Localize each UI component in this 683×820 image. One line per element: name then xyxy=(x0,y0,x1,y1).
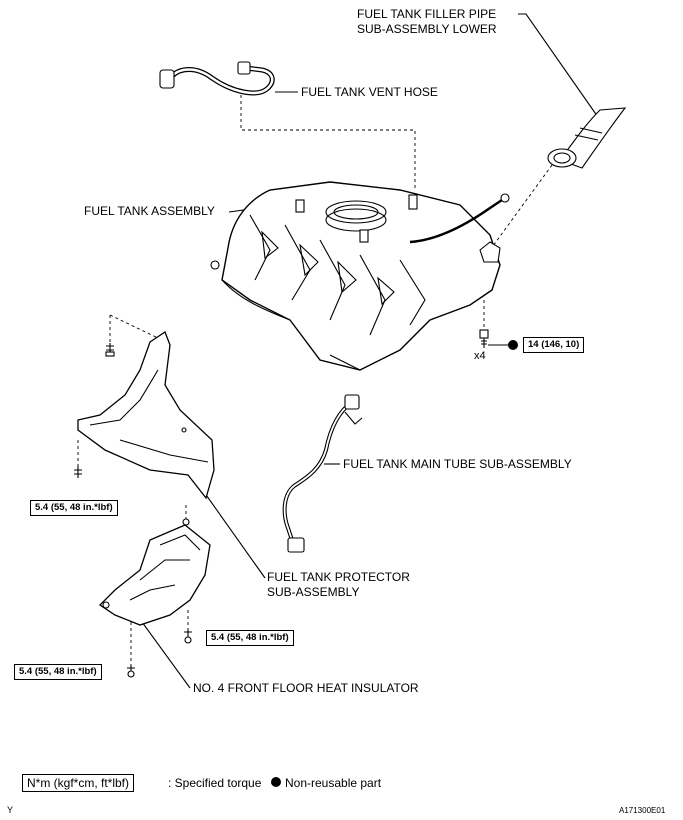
tank-bolt xyxy=(479,329,489,348)
nonreusable-dot-tank xyxy=(508,340,518,350)
heat-insulator-drawing xyxy=(98,518,211,678)
label-main-tube: FUEL TANK MAIN TUBE SUB-ASSEMBLY xyxy=(343,457,572,471)
label-protector-1: FUEL TANK PROTECTOR xyxy=(267,570,410,584)
label-heat-insulator: NO. 4 FRONT FLOOR HEAT INSULATOR xyxy=(193,681,419,695)
legend-torque-unit: N*m (kgf*cm, ft*lbf) xyxy=(22,774,135,792)
leader-filler-pipe xyxy=(518,13,601,121)
label-filler-pipe-1: FUEL TANK FILLER PIPE xyxy=(357,7,497,21)
leader-heat-insulator xyxy=(141,621,191,689)
fuel-tank-drawing xyxy=(210,181,510,371)
corner-mark-left: Y xyxy=(7,805,14,815)
legend-torque-desc: : Specified torque xyxy=(168,776,262,790)
label-protector-2: SUB-ASSEMBLY xyxy=(267,585,360,599)
torque-tank-bolts: 14 (146, 10) xyxy=(523,337,585,353)
label-filler-pipe-2: SUB-ASSEMBLY LOWER xyxy=(357,22,497,36)
dash-vent-hose xyxy=(240,95,416,190)
legend-nonreusable-desc: Non-reusable part xyxy=(285,776,382,790)
leader-protector xyxy=(203,491,266,579)
dash-filler xyxy=(489,164,553,251)
label-tank-assembly: FUEL TANK ASSEMBLY xyxy=(84,204,215,218)
tank-bolt-count: x4 xyxy=(474,350,486,362)
torque-insulator-left: 5.4 (55, 48 in.*lbf) xyxy=(14,664,102,680)
dash-protector-link xyxy=(109,314,159,339)
vent-hose-drawing xyxy=(159,61,275,96)
torque-protector: 5.4 (55, 48 in.*lbf) xyxy=(30,500,118,516)
torque-insulator-right: 5.4 (55, 48 in.*lbf) xyxy=(206,630,294,646)
main-tube-drawing xyxy=(282,394,363,553)
protector-drawing xyxy=(74,331,215,500)
label-vent-hose: FUEL TANK VENT HOSE xyxy=(301,85,438,99)
filler-pipe-drawing xyxy=(547,107,627,169)
figure-id: A171300E01 xyxy=(619,806,666,815)
nonreusable-dot-legend xyxy=(271,777,281,787)
